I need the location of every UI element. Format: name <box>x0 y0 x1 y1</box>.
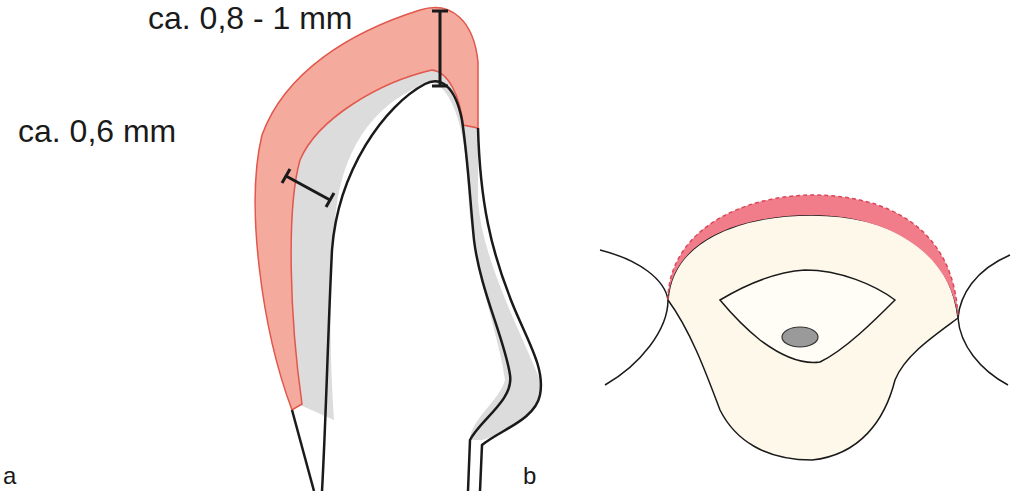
dimension-label: ca. 0,8 - 1 mm <box>148 0 353 37</box>
neighbour-tooth <box>958 255 1010 385</box>
root-surface <box>292 410 314 491</box>
lingual-surface <box>478 128 541 491</box>
incisor-section <box>255 8 541 491</box>
pulp-chamber <box>720 270 895 363</box>
dimension-label: ca. 0,6 mm <box>18 113 176 150</box>
figure-letter: b <box>523 462 536 490</box>
figure-letter: a <box>3 462 16 490</box>
tooth-cross-section <box>600 195 1010 460</box>
pulp <box>782 327 818 347</box>
neighbour-tooth <box>600 250 668 385</box>
dimension-bars <box>282 11 448 207</box>
veneer <box>255 8 478 410</box>
tooth-crown <box>668 215 958 460</box>
dentin-outline <box>322 81 510 491</box>
